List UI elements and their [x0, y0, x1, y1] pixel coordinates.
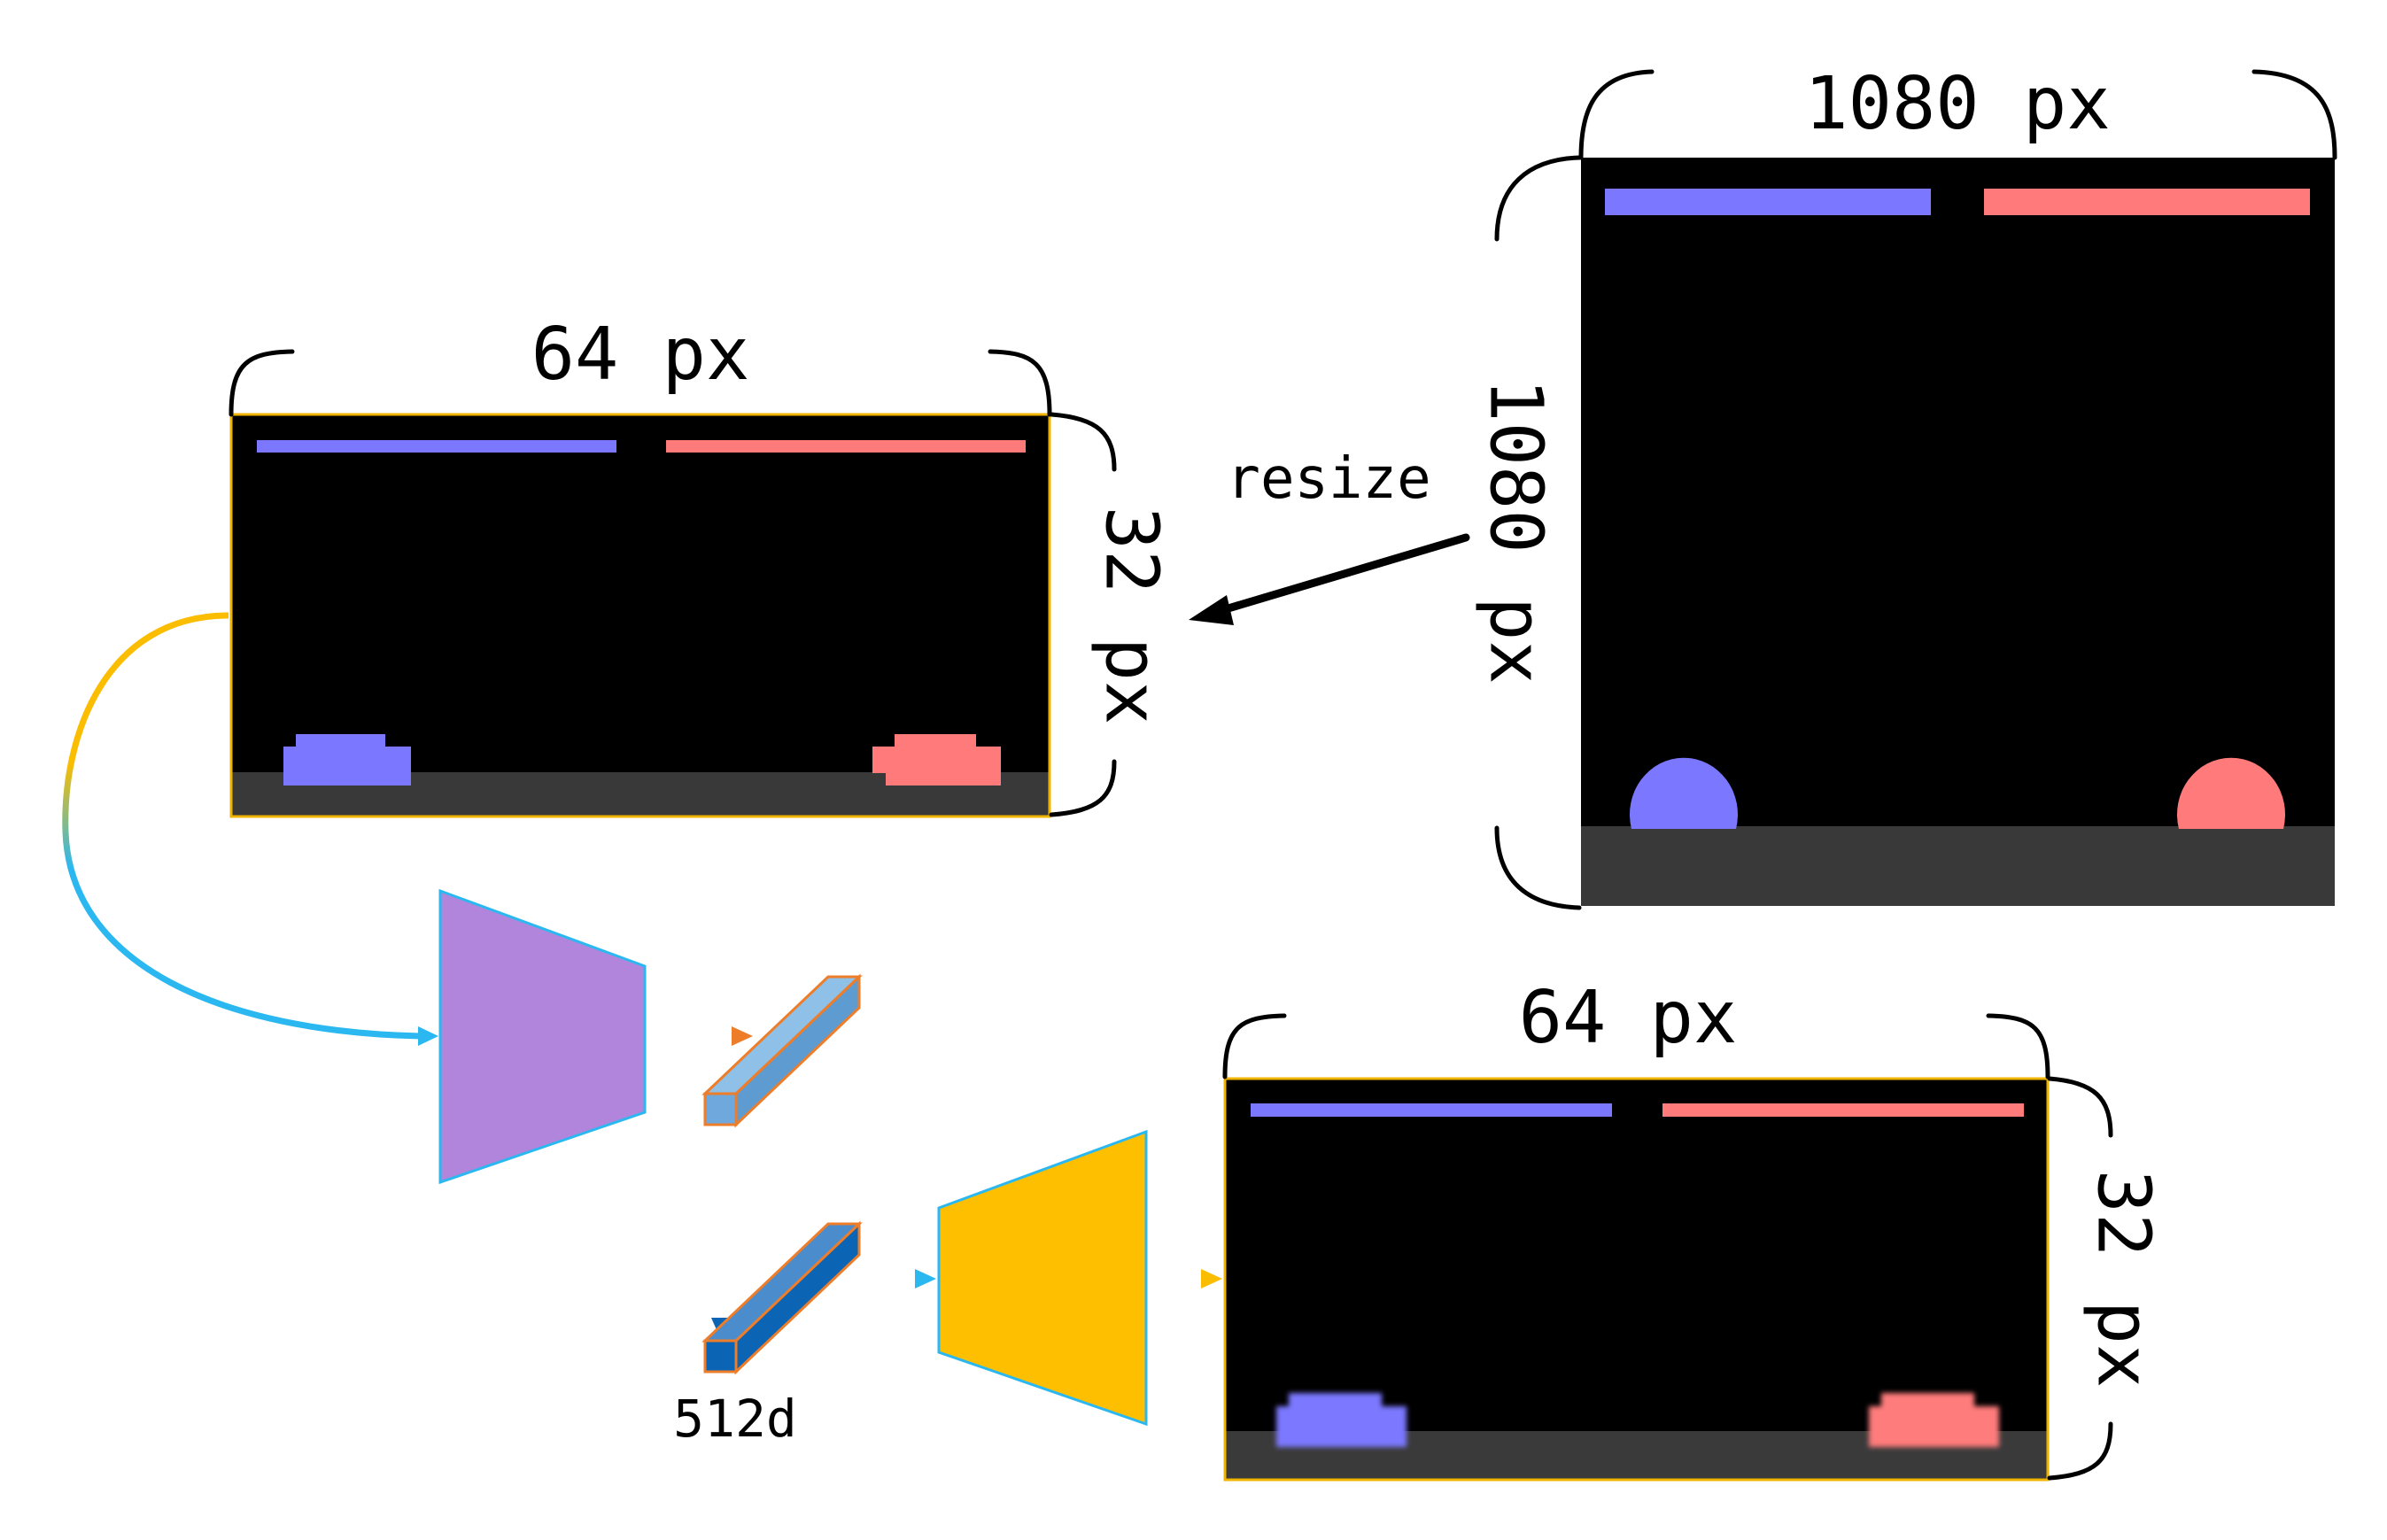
small-frame-border [229, 413, 1051, 818]
encoder-block [438, 888, 647, 1185]
brace-original-width [1578, 69, 2337, 160]
label-latent-dim: 512d [673, 1389, 797, 1449]
recon-red-player [1869, 1393, 1999, 1447]
reconstructed-frame [1223, 1077, 2050, 1482]
original-blue-bar [1605, 189, 1931, 215]
decoder-output-arrowhead [1201, 1269, 1222, 1288]
label-small-width: 64 px [531, 313, 750, 397]
small-red-bar [666, 440, 1026, 453]
brace-small-height [1049, 412, 1117, 817]
decoder-input-arrowhead [915, 1269, 936, 1288]
small-input-frame [229, 413, 1051, 818]
latent-vector-sampled [701, 1220, 863, 1375]
original-floor [1581, 826, 2335, 906]
recon-blue-player [1276, 1393, 1407, 1447]
small-blue-bar [257, 440, 616, 453]
input-to-encoder-edge [62, 612, 422, 1040]
recon-red-bar [1662, 1103, 2024, 1117]
label-original-width: 1080 px [1804, 62, 2111, 146]
label-recon-width: 64 px [1519, 976, 1738, 1060]
recon-blue-bar [1251, 1103, 1612, 1117]
label-resize: resize [1226, 446, 1430, 512]
resize-arrowhead [1189, 595, 1234, 625]
original-frame [1581, 158, 2335, 906]
resize-arrow [1218, 533, 1470, 615]
encoder-latent-arrowhead [732, 1026, 753, 1046]
recon-frame-border [1223, 1077, 2050, 1482]
original-blue-player [1629, 757, 1738, 829]
original-red-bar [1984, 189, 2310, 215]
label-original-height: 1080 px [1473, 378, 1557, 685]
label-recon-height: 32 px [2081, 1170, 2165, 1389]
brace-recon-width [1222, 1013, 2050, 1080]
brace-recon-height [2047, 1076, 2113, 1481]
latent-vector-encoded [701, 973, 863, 1128]
brace-small-width [229, 349, 1052, 417]
label-small-height: 32 px [1089, 507, 1173, 725]
small-red-player [872, 734, 1001, 785]
small-blue-player [283, 734, 411, 785]
original-red-player [2176, 757, 2285, 829]
decoder-block [937, 1129, 1148, 1427]
encoder-input-arrowhead [418, 1026, 438, 1046]
brace-original-height [1494, 155, 1582, 910]
